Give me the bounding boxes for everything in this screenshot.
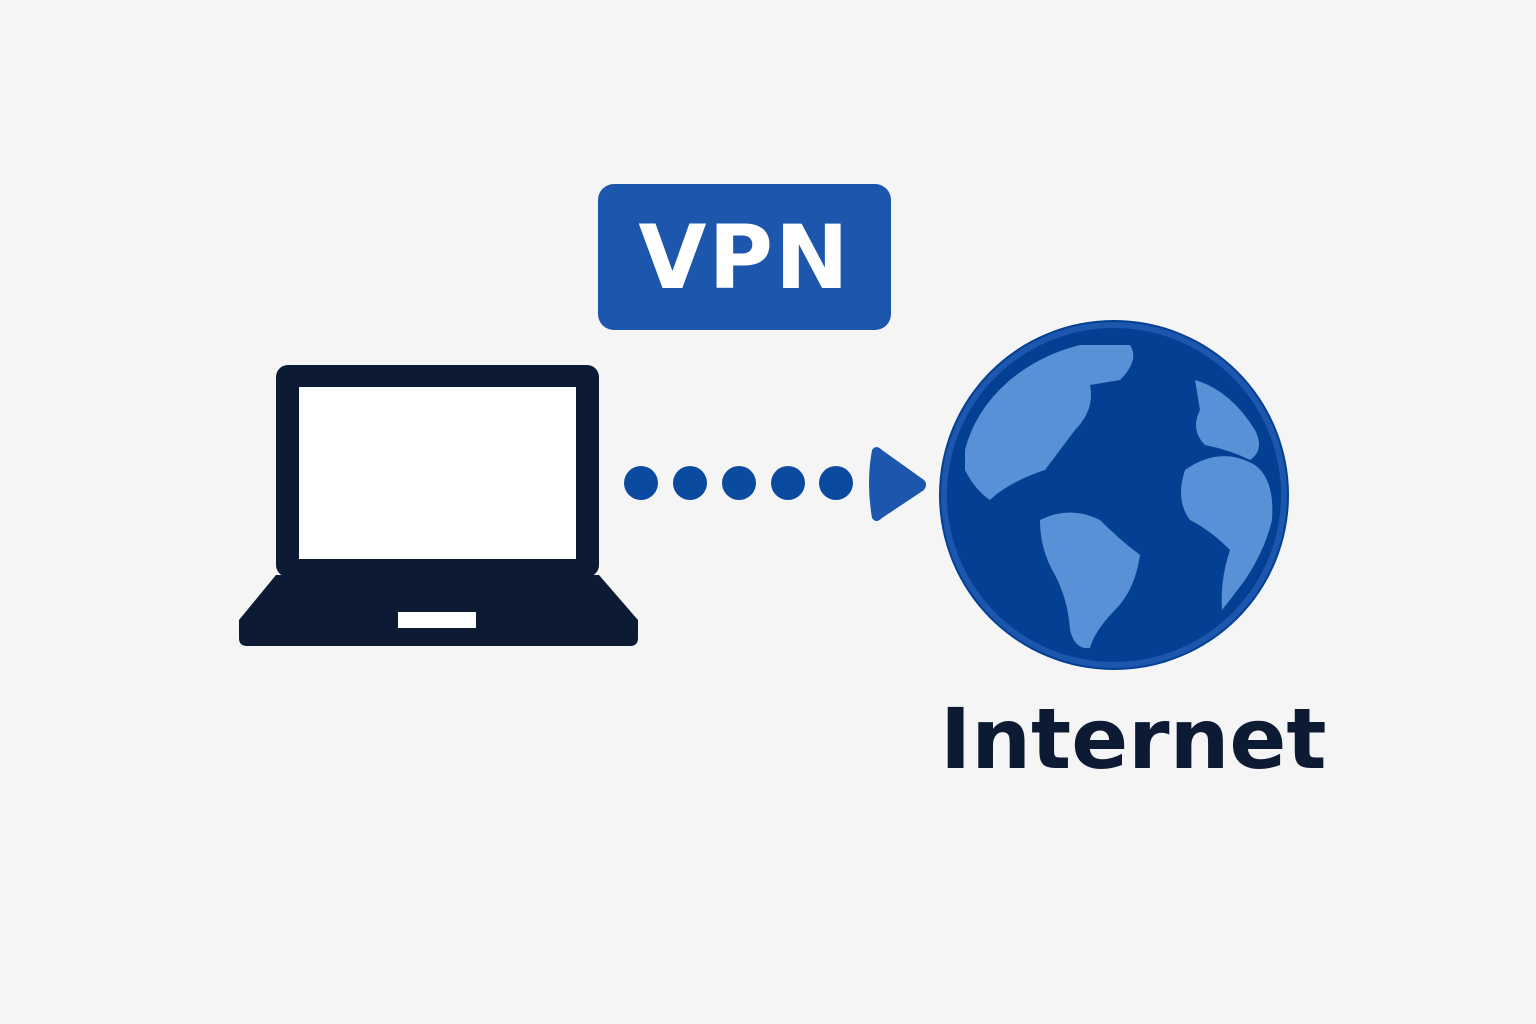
internet-label: Internet (940, 690, 1327, 788)
vpn-label: VPN (638, 205, 851, 309)
laptop-icon (239, 365, 638, 646)
dotted-arrow-icon (624, 447, 926, 521)
vpn-badge: VPN (598, 184, 891, 330)
globe-icon (939, 320, 1289, 670)
